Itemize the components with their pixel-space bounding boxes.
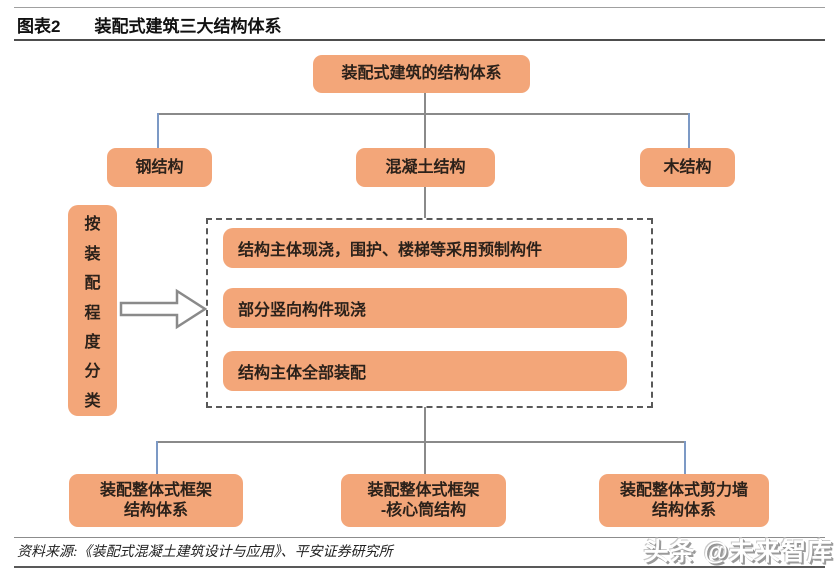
classifier-char: 度 (84, 333, 101, 351)
connector-bottom-horizontal (156, 441, 686, 443)
connector-steel-drop (157, 113, 159, 148)
node-coretube-line2: -核心筒结构 (380, 501, 467, 519)
connector-group-vertical (424, 407, 426, 441)
source-note: 资料来源:《装配式混凝土建筑设计与应用》、平安证券研究所 (17, 545, 393, 560)
node-concrete-label: 混凝土结构 (385, 158, 466, 176)
footer-top-rule (14, 537, 825, 538)
node-root: 装配式建筑的结构体系 (313, 55, 530, 93)
degree-label-3: 结构主体全部装配 (238, 365, 367, 382)
node-steel-label: 钢结构 (135, 158, 184, 176)
figure-title: 装配式建筑三大结构体系 (94, 17, 282, 36)
watermark: 头条 @未来智库 (643, 538, 833, 566)
classifier-char: 装 (84, 245, 101, 263)
header-bottom-rule (14, 39, 825, 41)
degree-label-2: 部分竖向构件现浇 (238, 302, 367, 319)
connector-shearwall-drop (684, 441, 686, 474)
right-block-arrow-icon (119, 287, 208, 336)
node-wood-label: 木结构 (663, 158, 712, 176)
node-shearwall-line2: 结构体系 (651, 501, 716, 519)
node-frame-system: 装配整体式框架 结构体系 (69, 474, 243, 527)
header-top-rule (14, 7, 825, 8)
connector-concrete-to-group (424, 187, 426, 218)
node-concrete-structure: 混凝土结构 (356, 148, 495, 187)
connector-wood-drop (688, 113, 690, 148)
footer-bottom-rule (14, 566, 825, 568)
figure-header: 图表2 装配式建筑三大结构体系 (17, 12, 281, 37)
node-coretube-line1: 装配整体式框架 (367, 481, 480, 499)
classifier-char: 配 (84, 275, 101, 293)
degree-label-1: 结构主体现浇，围护、楼梯等采用预制构件 (238, 242, 543, 259)
classifier-box: 按 装 配 程 度 分 类 (68, 205, 117, 416)
connector-root-vertical (424, 93, 426, 148)
degree-box-2: 部分竖向构件现浇 (223, 288, 627, 328)
classifier-char: 按 (84, 216, 101, 234)
node-frame-coretube-system: 装配整体式框架 -核心筒结构 (341, 474, 506, 527)
node-frame-line1: 装配整体式框架 (99, 481, 212, 499)
degree-box-1: 结构主体现浇，围护、楼梯等采用预制构件 (223, 228, 627, 268)
figure-number: 图表2 (17, 17, 61, 36)
node-shearwall-system: 装配整体式剪力墙 结构体系 (599, 474, 769, 527)
connector-frame-drop (156, 441, 158, 474)
assembly-degree-group (206, 218, 653, 408)
node-wood-structure: 木结构 (640, 148, 735, 187)
classifier-char: 分 (84, 363, 101, 381)
degree-box-3: 结构主体全部装配 (223, 351, 627, 391)
node-root-label: 装配式建筑的结构体系 (341, 65, 502, 82)
node-frame-line2: 结构体系 (123, 501, 188, 519)
classifier-char: 类 (84, 392, 101, 410)
classifier-char: 程 (84, 304, 101, 322)
connector-level2-horizontal (158, 113, 690, 115)
node-shearwall-line1: 装配整体式剪力墙 (619, 481, 748, 499)
connector-coretube-drop (424, 441, 426, 474)
node-steel-structure: 钢结构 (107, 148, 212, 187)
